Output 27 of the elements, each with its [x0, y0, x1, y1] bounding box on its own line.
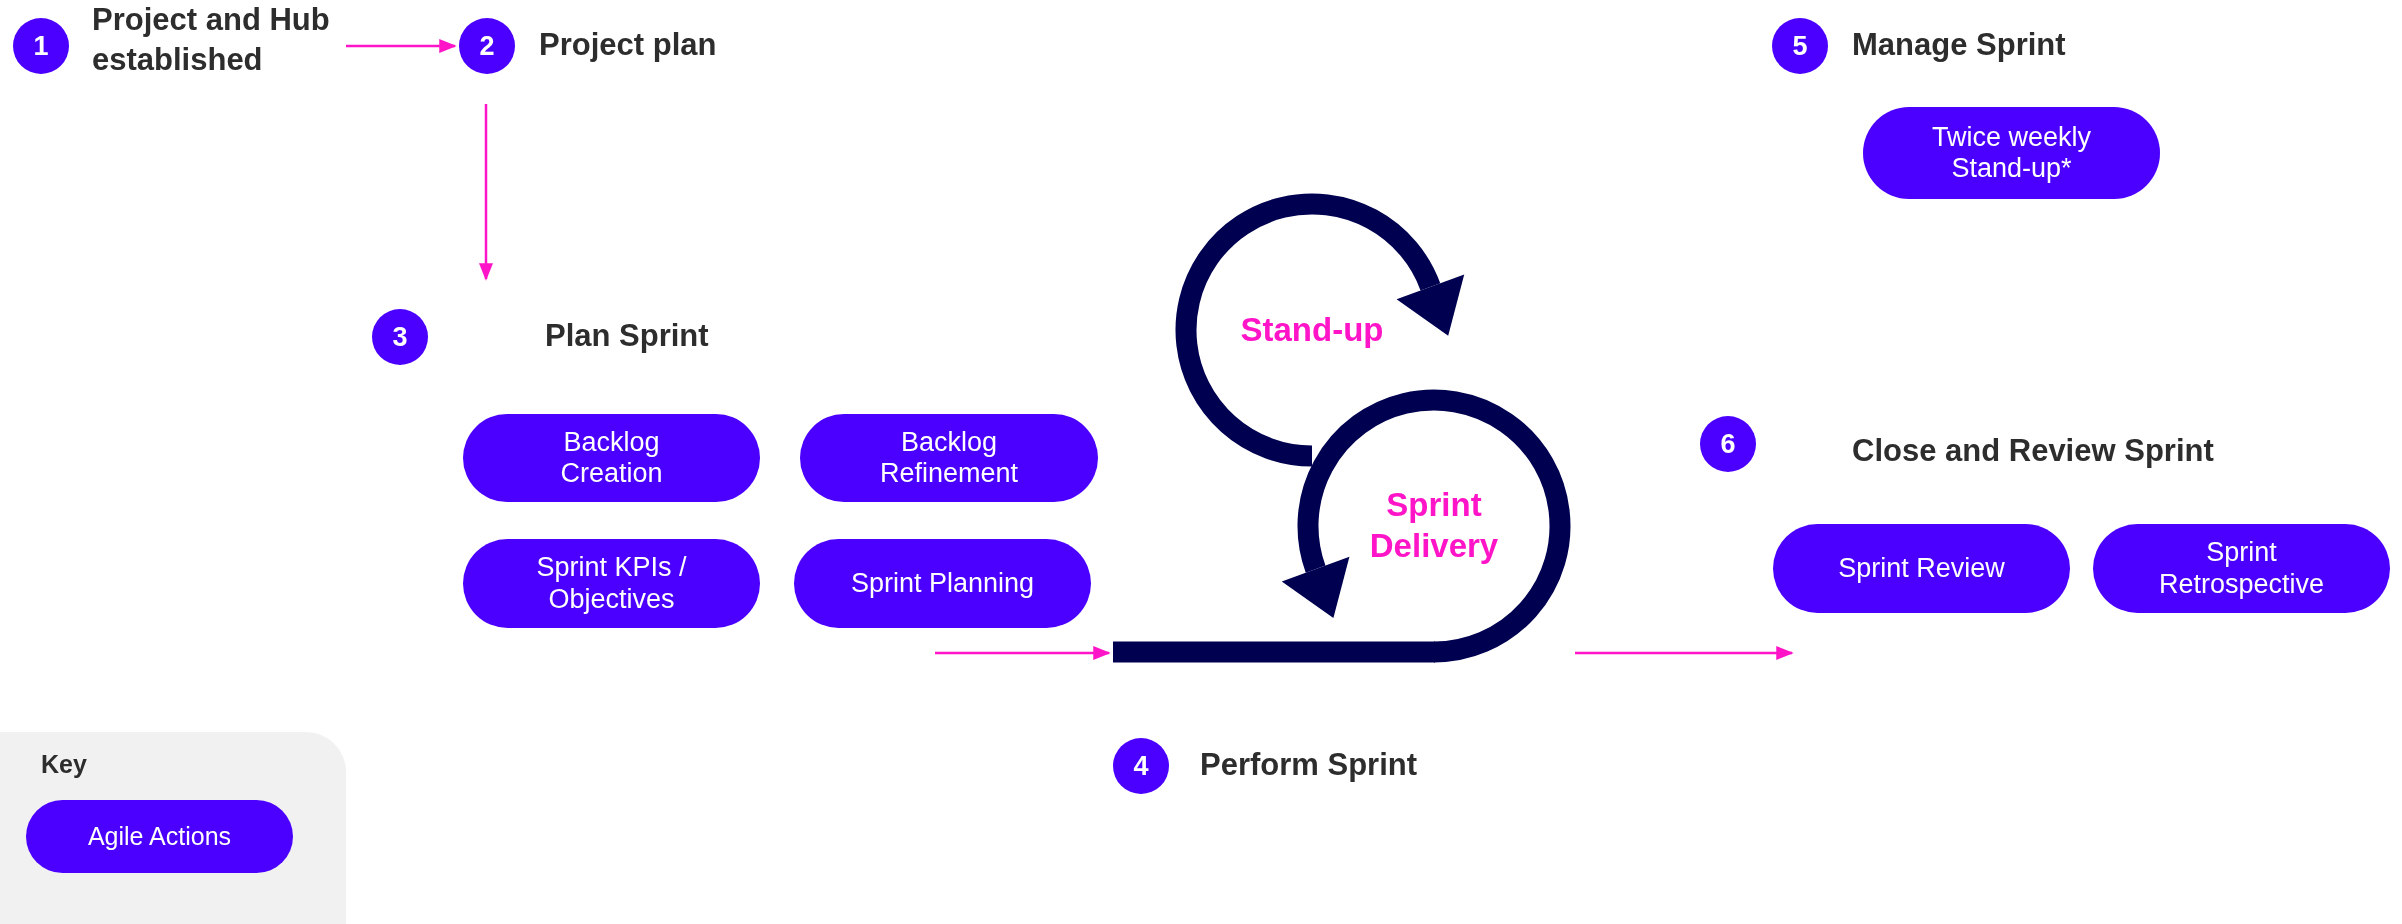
step-title: Plan Sprint: [545, 317, 709, 355]
key-heading: Key: [41, 750, 87, 779]
loop-label: Sprint Delivery: [1368, 485, 1500, 567]
arrow: [346, 39, 457, 53]
step-title: Project plan: [539, 26, 717, 64]
action-pill: Sprint Review: [1773, 524, 2070, 613]
step-number-badge: 2: [459, 18, 515, 74]
step-title: Manage Sprint: [1852, 26, 2066, 64]
action-pill: Twice weekly Stand-up*: [1863, 107, 2160, 199]
arrow: [1575, 646, 1794, 660]
step-number-badge: 5: [1772, 18, 1828, 74]
arrow: [479, 104, 493, 281]
action-pill: Backlog Creation: [463, 414, 760, 502]
legend-swatch: Agile Actions: [26, 800, 293, 873]
step-number-badge: 1: [13, 18, 69, 74]
action-pill: Sprint Retrospective: [2093, 524, 2390, 613]
step-title: Close and Review Sprint: [1852, 432, 2214, 470]
arrow: [935, 646, 1111, 660]
step-title: Perform Sprint: [1200, 746, 1418, 784]
loop-label: Stand-up: [1239, 310, 1385, 350]
step-number-badge: 6: [1700, 416, 1756, 472]
action-pill: Sprint KPIs / Objectives: [463, 539, 760, 628]
action-pill: Backlog Refinement: [800, 414, 1098, 502]
step-number-badge: 3: [372, 309, 428, 365]
step-title: Project and Hub established: [92, 1, 331, 80]
step-number-badge: 4: [1113, 738, 1169, 794]
action-pill: Sprint Planning: [794, 539, 1091, 628]
